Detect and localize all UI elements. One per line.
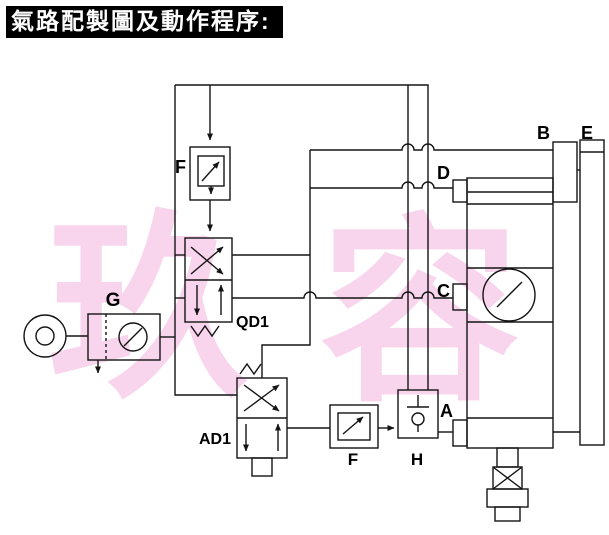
ad1-cross-arrow-2	[243, 384, 280, 412]
ad1-spring-icon	[239, 362, 262, 376]
watermark-char-1: 玖	[48, 198, 248, 421]
valve-ad1	[236, 362, 288, 477]
component-labels: F G QD1 AD1 F H A B C D E	[106, 123, 593, 469]
component-b-block	[552, 141, 578, 203]
label-a: A	[440, 401, 453, 421]
label-ad1: AD1	[199, 431, 231, 448]
label-d: D	[437, 163, 450, 183]
port-d-block	[452, 179, 468, 203]
label-f-top: F	[175, 157, 186, 177]
inner-vertical-line	[261, 150, 311, 378]
rod-cross-lines	[492, 466, 523, 490]
label-h: H	[411, 450, 423, 469]
page-title: 氣路配製圖及動作程序:	[6, 6, 283, 38]
valve-h	[397, 389, 439, 439]
g-unit-body	[87, 313, 161, 361]
port-c-block	[452, 283, 468, 311]
f-bottom-inner-symbol	[337, 412, 371, 441]
rod-tip	[494, 506, 521, 522]
label-e: E	[581, 123, 593, 143]
piping-lines	[160, 84, 580, 433]
label-g: G	[106, 290, 121, 311]
qd1-cross-arrow-2	[190, 246, 224, 275]
rod-section-1	[496, 447, 519, 468]
f-bottom-arrow-icon	[342, 416, 364, 435]
component-e-tank	[579, 139, 605, 446]
cylinder-gauge-circle	[482, 268, 536, 322]
port-a-block	[452, 419, 468, 447]
h-body	[397, 389, 439, 439]
line-to-b	[310, 143, 553, 151]
f-bottom-body	[329, 404, 379, 449]
label-c: C	[437, 281, 450, 301]
g-gauge-needle	[123, 327, 143, 347]
ad1-exhaust	[251, 457, 273, 477]
watermark-char-2: 容	[320, 202, 520, 425]
label-qd1: QD1	[236, 314, 269, 331]
outer-loop-left-bottom	[174, 85, 237, 396]
rod-nut	[486, 488, 529, 508]
line-to-d-port	[310, 181, 453, 189]
valve-qd1	[184, 237, 233, 338]
regulator-f-top	[189, 146, 231, 201]
label-b: B	[537, 123, 550, 143]
label-f-bottom: F	[348, 450, 358, 469]
air-source-g	[23, 313, 161, 374]
f-top-arrow-icon	[201, 161, 220, 182]
booster-cylinder-assembly	[452, 139, 605, 522]
g-source-inner-circle	[35, 326, 55, 346]
cylinder-gauge-needle	[496, 281, 523, 308]
brand-watermark: 玖 容	[48, 198, 520, 425]
f-top-body	[189, 146, 231, 201]
outer-loop-top-right	[175, 84, 429, 390]
flow-control-f-bottom	[329, 404, 379, 449]
qd1-spring-icon	[190, 324, 220, 338]
g-gauge-circle	[118, 322, 148, 352]
